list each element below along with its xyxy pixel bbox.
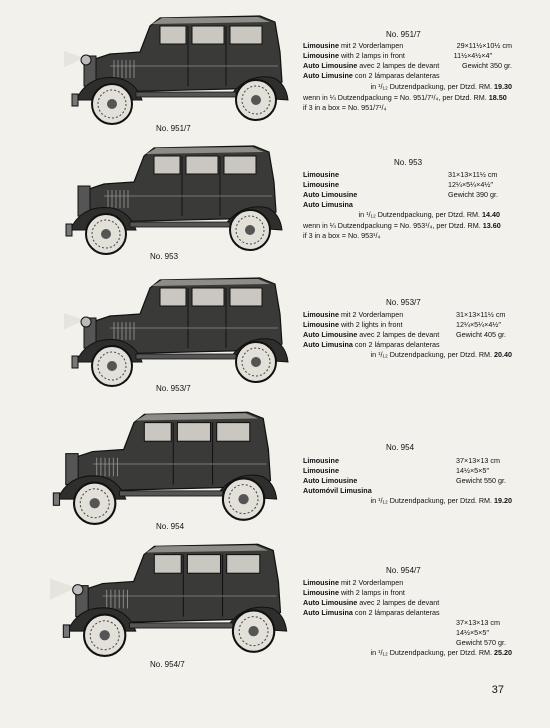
price-text: in ¹/₁₂ Dutzendpackung, per Dtzd. RM. [358,210,480,219]
weight: Gewicht 405 gr. [456,330,506,339]
line-bold: Auto Limusina [303,200,353,209]
price: 13.60 [482,221,501,230]
line-bold: Auto Limousine [303,476,358,485]
car-illustration-954 [40,404,290,526]
line-rest: mit 2 Vorderlampen [338,310,404,319]
line-rest: avec 2 lampes de devant [357,61,440,70]
header-953-7: No. 953/7 [386,298,421,307]
price-text: if 3 in a box = No. 951/7¹/₄ [303,103,387,112]
price-text: if 3 in a box = No. 953¹/₄ [303,231,381,240]
page-number: 37 [491,684,504,696]
line-bold: Limousine [303,588,339,597]
line-bold: Auto Limousine [303,61,358,70]
line-bold: Auto Limusine [303,71,353,80]
price: 19.30 [494,82,512,91]
line-rest: con 2 lámparas delanteras [352,71,440,80]
price-line: in ¹/₁₂ Dutzendpackung, per Dtzd. RM. 20… [371,350,512,359]
dimension-cm: 37×13×13 cm [456,618,500,627]
price-line: in ¹/₁₂ Dutzendpackung, per Dtzd. RM. 19… [371,496,512,505]
dimension-inch: 14½×5×5″ [456,466,489,475]
price: 20.40 [494,350,512,359]
line-bold: Auto Limousine [303,330,358,339]
header-951-7: No. 951/7 [386,30,421,39]
price-line: in ¹/₁₂ Dutzendpackung, per Dtzd. RM. 25… [371,648,512,657]
price-text: in ¹/₁₂ Dutzendpackung, per Dtzd. RM. [370,82,492,91]
header-953: No. 953 [394,158,423,167]
caption-953-7: No. 953/7 [156,384,191,393]
line-bold: Limousine [303,170,339,179]
line-rest: avec 2 lampes de devant [357,330,440,339]
price-line: wenn in ¼ Dutzendpackung = No. 951/7¹/₄,… [303,93,507,102]
line-bold: Limousine [303,456,339,465]
line-bold: Auto Limusina [303,340,353,349]
weight: Gewicht 390 gr. [448,190,498,199]
price-line: in ¹/₁₂ Dutzendpackung, per Dtzd. RM. 14… [359,210,500,219]
line-rest: mit 2 Vorderlampen [338,41,404,50]
price: 19.20 [494,496,512,505]
price-text: in ¹/₁₂ Dutzendpackung, per Dtzd. RM. [370,350,492,359]
line-rest: mit 2 Vorderlampen [338,578,404,587]
car-illustration-953 [58,138,290,256]
caption-954: No. 954 [156,522,185,531]
caption-951-7: No. 951/7 [156,124,191,133]
price-text: wenn in ¼ Dutzendpackung = No. 951/7¹/₄,… [303,93,487,102]
dimension-cm: 29×11½×10½ cm [456,41,512,50]
line-rest: with 2 lamps in front [338,51,405,60]
line-bold: Limousine [303,41,339,50]
line-rest: con 2 lámparas delanteras [352,340,440,349]
line-bold: Auto Limusina [303,608,353,617]
header-954-7: No. 954/7 [386,566,421,575]
line-bold: Auto Limousine [303,598,358,607]
weight: Gewicht 550 gr. [456,476,506,485]
price: 14.40 [482,210,500,219]
line-rest: con 2 lámparas delanteras [352,608,440,617]
price-text: in ¹/₁₂ Dutzendpackung, per Dtzd. RM. [370,496,492,505]
car-illustration-951-7 [64,8,296,126]
header-954: No. 954 [386,443,415,452]
line-rest: with 2 lights in front [338,320,403,329]
car-illustration-953-7 [64,270,296,388]
line-rest: avec 2 lampes de devant [357,598,440,607]
dimension-inch: 14½×5×5″ [456,628,489,637]
weight: Gewicht 570 gr. [456,638,506,647]
weight: Gewicht 350 gr. [462,61,512,70]
caption-953: No. 953 [150,252,179,261]
line-bold: Limousine [303,320,339,329]
dimension-cm: 31×13×11½ cm [448,170,498,179]
line-bold: Auto Limousine [303,190,358,199]
line-bold: Limousine [303,578,339,587]
car-illustration-954-7 [50,536,300,658]
dimension-inch: 11½×4½×4″ [453,51,492,60]
price: 18.50 [488,93,507,102]
line-bold: Limousine [303,466,339,475]
line-bold: Automóvil Limusina [303,486,372,495]
price-line: in ¹/₁₂ Dutzendpackung, per Dtzd. RM. 19… [371,82,512,91]
caption-954-7: No. 954/7 [150,660,185,669]
price-text: in ¹/₁₂ Dutzendpackung, per Dtzd. RM. [370,648,492,657]
dimension-cm: 37×13×13 cm [456,456,500,465]
dimension-cm: 31×13×11½ cm [456,310,506,319]
dimension-inch: 12¼×5¼×4½″ [448,180,493,189]
price-text: wenn in ¼ Dutzendpackung = No. 953¹/₄, p… [303,221,481,230]
price-line: wenn in ¼ Dutzendpackung = No. 953¹/₄, p… [303,221,501,230]
line-bold: Limousine [303,51,339,60]
line-bold: Limousine [303,180,339,189]
dimension-inch: 12¼×5¼×4½″ [456,320,501,329]
price: 25.20 [494,648,512,657]
line-bold: Limousine [303,310,339,319]
line-rest: with 2 lamps in front [338,588,405,597]
